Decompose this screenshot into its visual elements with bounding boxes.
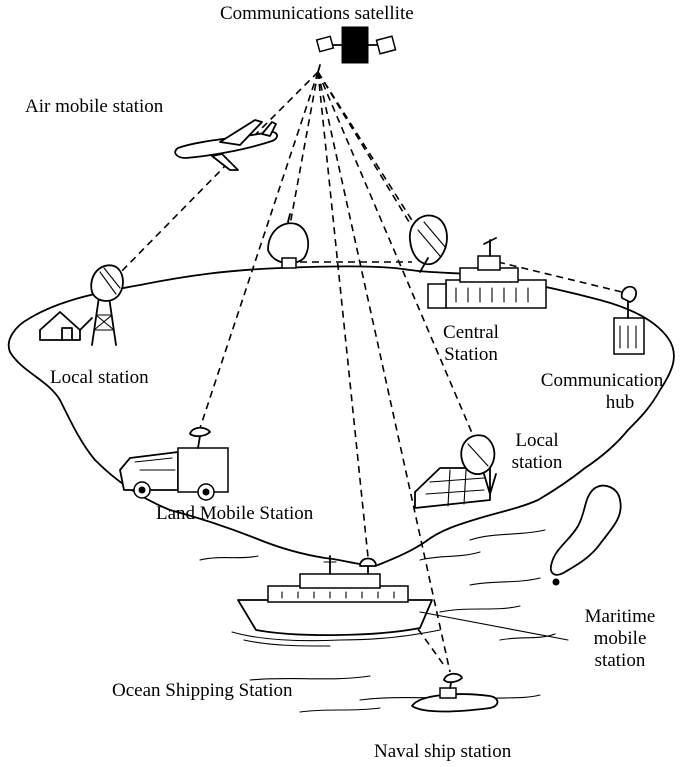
ship-icon (231, 555, 441, 647)
building-local-right-icon (414, 467, 491, 509)
airplane-icon (174, 119, 278, 171)
link-satellite-airplane (249, 71, 319, 141)
label-communication-hub: Communication hub (540, 370, 664, 413)
link-satellite-central (317, 71, 421, 241)
label-ocean-shipping-station: Ocean Shipping Station (112, 680, 293, 701)
label-naval-ship-station: Naval ship station (374, 741, 512, 762)
label-central-station: Central Station (443, 322, 499, 365)
label-maritime-mobile-station: Maritime mobile station (584, 606, 656, 671)
island-icon (550, 484, 622, 576)
link-satellite-dish-center (289, 71, 319, 226)
link-satellite-ship (317, 71, 369, 558)
dish-antenna-left-icon (90, 264, 124, 302)
dish-antenna-center-icon (267, 213, 310, 269)
link-satellite-submarine (317, 71, 451, 673)
truck-icon (119, 426, 229, 501)
link-satellite-local-right (317, 71, 473, 434)
communication-hub-icon (613, 285, 645, 355)
satellite-icon (315, 26, 397, 73)
maritime-pointer-line (419, 611, 569, 641)
label-air-mobile-station: Air mobile station (25, 96, 164, 117)
house-icon (39, 311, 81, 341)
link-airplane-local-left (117, 162, 229, 276)
central-station-icon (409, 214, 547, 309)
label-land-mobile-station: Land Mobile Station (156, 503, 314, 524)
link-central-hub (497, 261, 623, 293)
land-outline (7, 265, 675, 566)
link-satellite-truck (199, 71, 319, 429)
local-station-right-icon (414, 434, 497, 509)
islet-icon (552, 578, 560, 586)
local-station-left-icon (39, 264, 124, 346)
building-hub-icon (613, 317, 645, 355)
label-communications-satellite: Communications satellite (220, 3, 414, 24)
building-central-icon (427, 237, 547, 309)
submarine-icon (411, 672, 499, 713)
label-local-station-right: Local station (511, 430, 563, 473)
dish-antenna-central-icon (409, 214, 448, 266)
label-local-station-left: Local station (50, 367, 149, 388)
